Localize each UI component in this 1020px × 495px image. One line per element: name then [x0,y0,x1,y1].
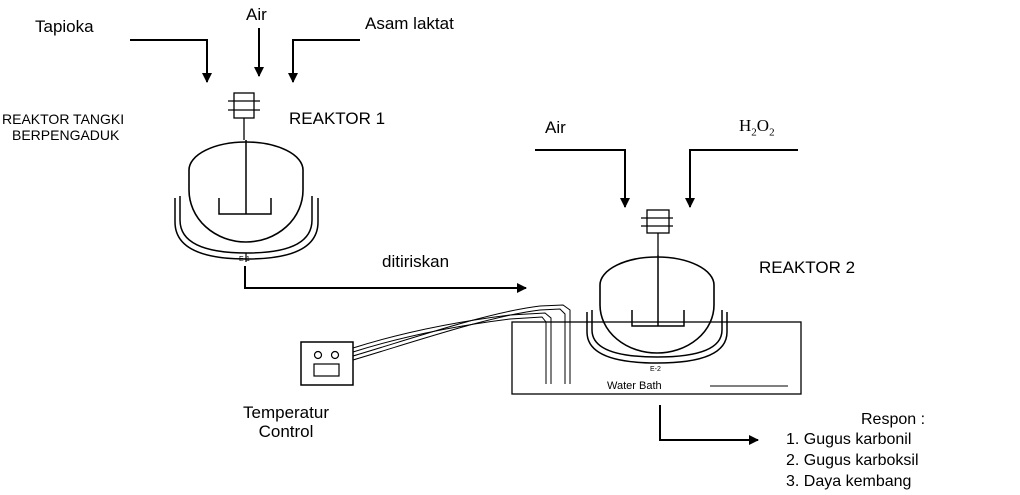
tapioka-feed-line [130,39,212,83]
response-item: 1. Gugus karbonil [786,431,912,448]
transfer-label: ditiriskan [382,252,450,271]
temperature-cable [352,304,571,384]
h2o2-sub-1: 2 [751,126,757,139]
temperature-control-label-line-1: Temperatur [243,403,329,422]
transfer-line [244,266,527,293]
temperature-control-label-line-2: Control [258,422,314,441]
asam-laktat-label: Asam laktat [365,14,454,33]
response-item: 3. Daya kembang [786,473,912,490]
water-bath [511,321,802,395]
reactor-2-vessel [586,209,728,364]
tapioka-label: Tapioka [35,17,94,36]
h2o2-o: O [756,116,770,135]
response-output-line [659,405,759,445]
reactor-1-vessel [174,92,319,262]
asam-laktat-feed-line [288,39,360,83]
temperature-control-unit [300,341,354,386]
reactor-1-type-line-2: BERPENGADUK [12,127,120,143]
water-bath-label: Water Bath [607,380,662,392]
response-title: Respon : [861,411,926,428]
h2o2-sub-2: 2 [769,126,775,139]
reactor-1-type-line-1: REAKTOR TANGKI [2,111,125,127]
air-label-1: Air [246,5,267,24]
h2o2-h: H [739,116,752,135]
reactor-1-title: REAKTOR 1 [289,109,386,128]
h2o2-feed-line [685,149,798,208]
reactor-2-title: REAKTOR 2 [759,258,856,277]
air-feed-line-2 [535,149,630,208]
reactor-2-tag: E-2 [650,366,661,373]
response-item: 2. Gugus karboksil [786,452,919,469]
h2o2-label: H2O2 [739,117,775,138]
reactor-1-tag: E-1 [239,256,250,263]
air-label-2: Air [545,118,566,137]
